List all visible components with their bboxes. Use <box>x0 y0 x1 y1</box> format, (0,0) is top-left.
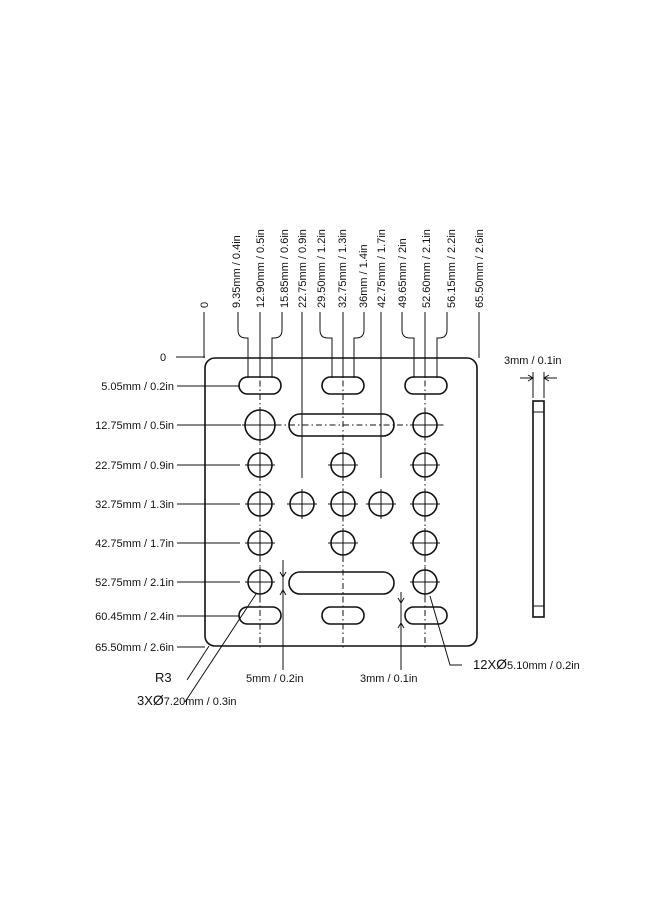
left-dimension-leaders <box>176 356 240 648</box>
left-dim-label-4: 32.75mm / 1.3in <box>95 499 174 511</box>
large-hole-callout: 3XØ7.20mm / 0.3in <box>137 692 237 708</box>
left-dim-label-3: 22.75mm / 0.9in <box>95 460 174 472</box>
top-dim-label-1: 9.35mm / 0.4in <box>231 235 243 308</box>
slot-top-right <box>404 376 448 395</box>
callout-leaders <box>184 593 462 703</box>
top-dim-label-12: 65.50mm / 2.6in <box>474 229 486 308</box>
corner-radius-label: R3 <box>155 670 172 685</box>
slot-bottom-right <box>404 606 448 625</box>
left-dim-label-5: 42.75mm / 1.7in <box>95 538 174 550</box>
large-hole-value: 7.20mm / 0.3in <box>164 696 237 708</box>
top-dim-label-9: 49.65mm / 2in <box>397 238 409 308</box>
origin-top-label: 0 <box>199 302 211 308</box>
slot-width-label: 5mm / 0.2in <box>246 673 303 685</box>
left-dim-label-8: 65.50mm / 2.6in <box>95 642 174 654</box>
side-view-plate <box>532 400 545 618</box>
left-dim-label-1: 5.05mm / 0.2in <box>101 381 174 393</box>
top-dim-label-8: 42.75mm / 1.7in <box>376 229 388 308</box>
small-hole-prefix: 12X <box>473 657 496 672</box>
top-dim-label-2: 12.90mm / 0.5in <box>255 229 267 308</box>
left-dim-label-2: 12.75mm / 0.5in <box>95 420 174 432</box>
thickness-dimension <box>520 372 557 398</box>
thickness-label: 3mm / 0.1in <box>504 355 561 367</box>
diameter-symbol-icon: Ø <box>153 692 164 708</box>
slot-long-lower <box>288 571 395 595</box>
large-hole-prefix: 3X <box>137 693 153 708</box>
slot-gap-dimension <box>397 592 405 670</box>
slot-width-dimension <box>279 560 287 670</box>
plate-outline <box>204 357 478 647</box>
top-dimension-leaders <box>203 312 480 478</box>
left-dim-label-6: 52.75mm / 2.1in <box>95 577 174 589</box>
origin-left-label: 0 <box>160 352 166 364</box>
top-dim-label-11: 56.15mm / 2.2in <box>446 229 458 308</box>
small-hole-callout: 12XØ5.10mm / 0.2in <box>473 656 580 672</box>
small-hole-value: 5.10mm / 0.2in <box>507 660 580 672</box>
left-dim-label-7: 60.45mm / 2.4in <box>95 611 174 623</box>
top-dim-label-7: 36mm / 1.4in <box>358 244 370 308</box>
top-dim-label-10: 52.60mm / 2.1in <box>421 229 433 308</box>
top-dim-label-5: 29.50mm / 1.2in <box>316 229 328 308</box>
top-dim-label-3: 15.85mm / 0.6in <box>279 229 291 308</box>
top-dim-label-4: 22.75mm / 0.9in <box>297 229 309 308</box>
slot-gap-label: 3mm / 0.1in <box>360 673 417 685</box>
top-dim-label-6: 32.75mm / 1.3in <box>337 229 349 308</box>
diameter-symbol-icon: Ø <box>496 656 507 672</box>
